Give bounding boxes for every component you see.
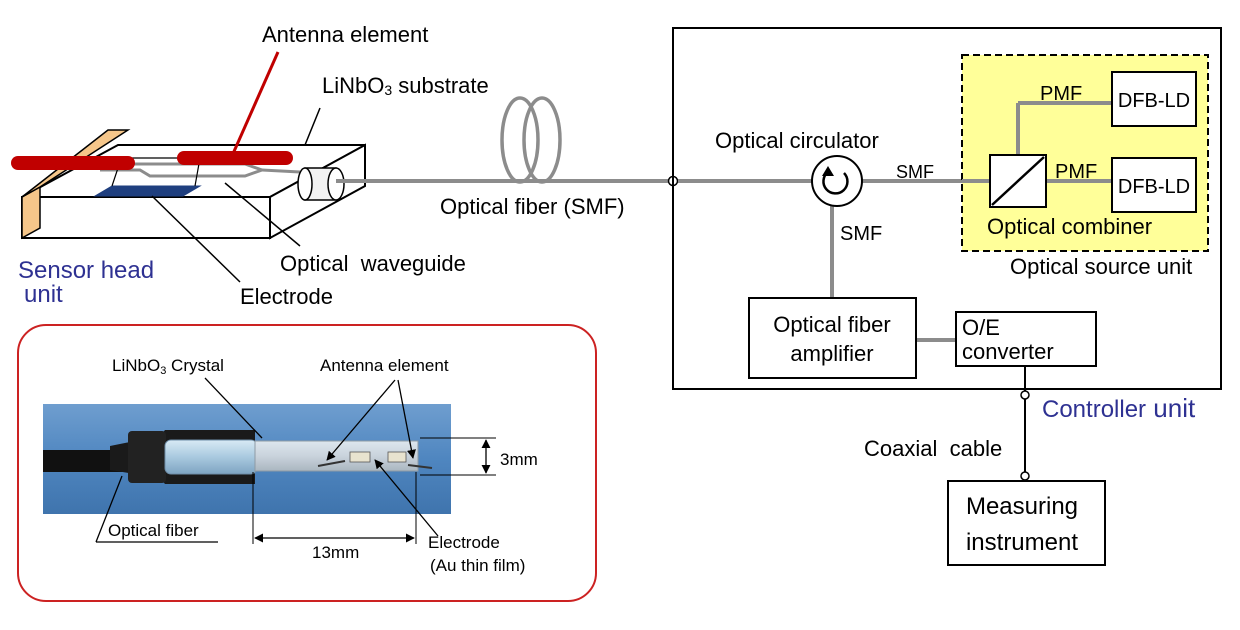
controller-unit-label: Controller unit	[1042, 393, 1196, 423]
smf-label-vertical: SMF	[840, 223, 882, 245]
antenna-leader	[230, 51, 280, 157]
sensor-head-unit-label-line1: Sensor head	[18, 257, 154, 284]
optical-fiber-amplifier-box	[748, 297, 917, 379]
measuring-label-line2: instrument	[966, 529, 1078, 556]
photo-electrode-arrow	[374, 459, 439, 537]
photo-fiber-leader	[95, 475, 123, 543]
circulator-arrow-icon	[822, 171, 849, 195]
sensor-head-unit-label-line2: unit	[24, 281, 63, 308]
photo-electrode-pad	[387, 451, 407, 463]
coax-connector-top	[1020, 390, 1030, 400]
substrate-leader	[304, 107, 321, 146]
source-unit-label: Optical source unit	[1010, 254, 1192, 279]
circulator-label: Optical circulator	[715, 128, 879, 153]
fiber-coil-loop	[500, 96, 540, 184]
sensor-photo-panel: LiNbO3 Crystal Antenna element Optical f…	[17, 324, 597, 602]
dfb-ld-lower	[1111, 157, 1197, 213]
amplifier-label-line1: Optical fiber	[773, 312, 890, 337]
substrate-front-face	[21, 196, 271, 239]
waveguide-label: Optical waveguide	[280, 251, 466, 276]
photo-antenna-label: Antenna element	[320, 356, 449, 375]
length-dim-label: 13mm	[312, 543, 359, 562]
amplifier-label-line2: amplifier	[790, 341, 873, 366]
controller-unit: Optical circulator SMF SMF DFB-LD DFB-LD…	[672, 27, 1222, 423]
optical-combiner	[989, 154, 1047, 208]
pmf-label-lower: PMF	[1055, 161, 1097, 183]
coaxial-cable-label: Coaxial cable	[864, 436, 1002, 461]
oe-label-line1: O/E	[962, 315, 1000, 340]
smf-label-horizontal: SMF	[896, 162, 934, 182]
photo-electrode-label-line2: (Au thin film)	[430, 556, 525, 575]
photo-antenna-right	[407, 464, 433, 469]
waveguide-output	[261, 168, 301, 174]
electrode-label: Electrode	[240, 284, 333, 309]
height-dim-label: 3mm	[500, 450, 538, 469]
measuring-label-line1: Measuring	[966, 493, 1078, 520]
circulator-arrowhead-icon	[822, 166, 834, 176]
substrate-label: LiNbO3 substrate	[322, 73, 489, 98]
photo-electrode-label-line1: Electrode	[428, 533, 500, 552]
dfb-ld-upper-label: DFB-LD	[1118, 90, 1190, 112]
controller-unit-box	[672, 27, 1222, 390]
dfb-ld-upper	[1111, 71, 1197, 127]
optical-circulator	[811, 155, 863, 207]
antenna-label: Antenna element	[262, 22, 428, 47]
photo-glass-tube	[164, 439, 258, 475]
photo-crystal-label: LiNbO3 Crystal	[112, 356, 224, 377]
pmf-label-upper: PMF	[1040, 83, 1082, 105]
photo-electrode-pad	[349, 451, 371, 463]
measuring-instrument-box	[947, 480, 1106, 566]
optical-fiber-smf: Optical fiber (SMF)	[336, 96, 668, 219]
waveguide-leader	[224, 182, 301, 247]
fiber-connector	[297, 167, 345, 201]
optical-fiber-label: Optical fiber (SMF)	[440, 194, 625, 219]
photo-antenna-arrow-left	[326, 379, 396, 461]
electrode-leader	[151, 195, 241, 283]
dfb-ld-lower-label: DFB-LD	[1118, 176, 1190, 198]
oe-converter-box	[955, 311, 1097, 367]
photo-antenna-left	[317, 460, 346, 467]
photo-fiber-cable	[43, 450, 123, 472]
sensor-head: Antenna element LiNbO3 substrate Optical…	[11, 22, 489, 309]
coax-connector-bottom	[1020, 471, 1030, 481]
oe-label-line2: converter	[962, 339, 1054, 364]
photo-connector-ferrule	[128, 431, 166, 483]
photo-antenna-arrow-right	[397, 379, 416, 459]
photo-fiber-label: Optical fiber	[108, 521, 199, 540]
fiber-coil-loop	[522, 96, 562, 184]
photo-crystal-leader	[204, 377, 263, 439]
electrode-pad	[93, 185, 202, 197]
coaxial-cable: Coaxial cable	[864, 366, 1030, 481]
combiner-label: Optical combiner	[987, 214, 1152, 239]
